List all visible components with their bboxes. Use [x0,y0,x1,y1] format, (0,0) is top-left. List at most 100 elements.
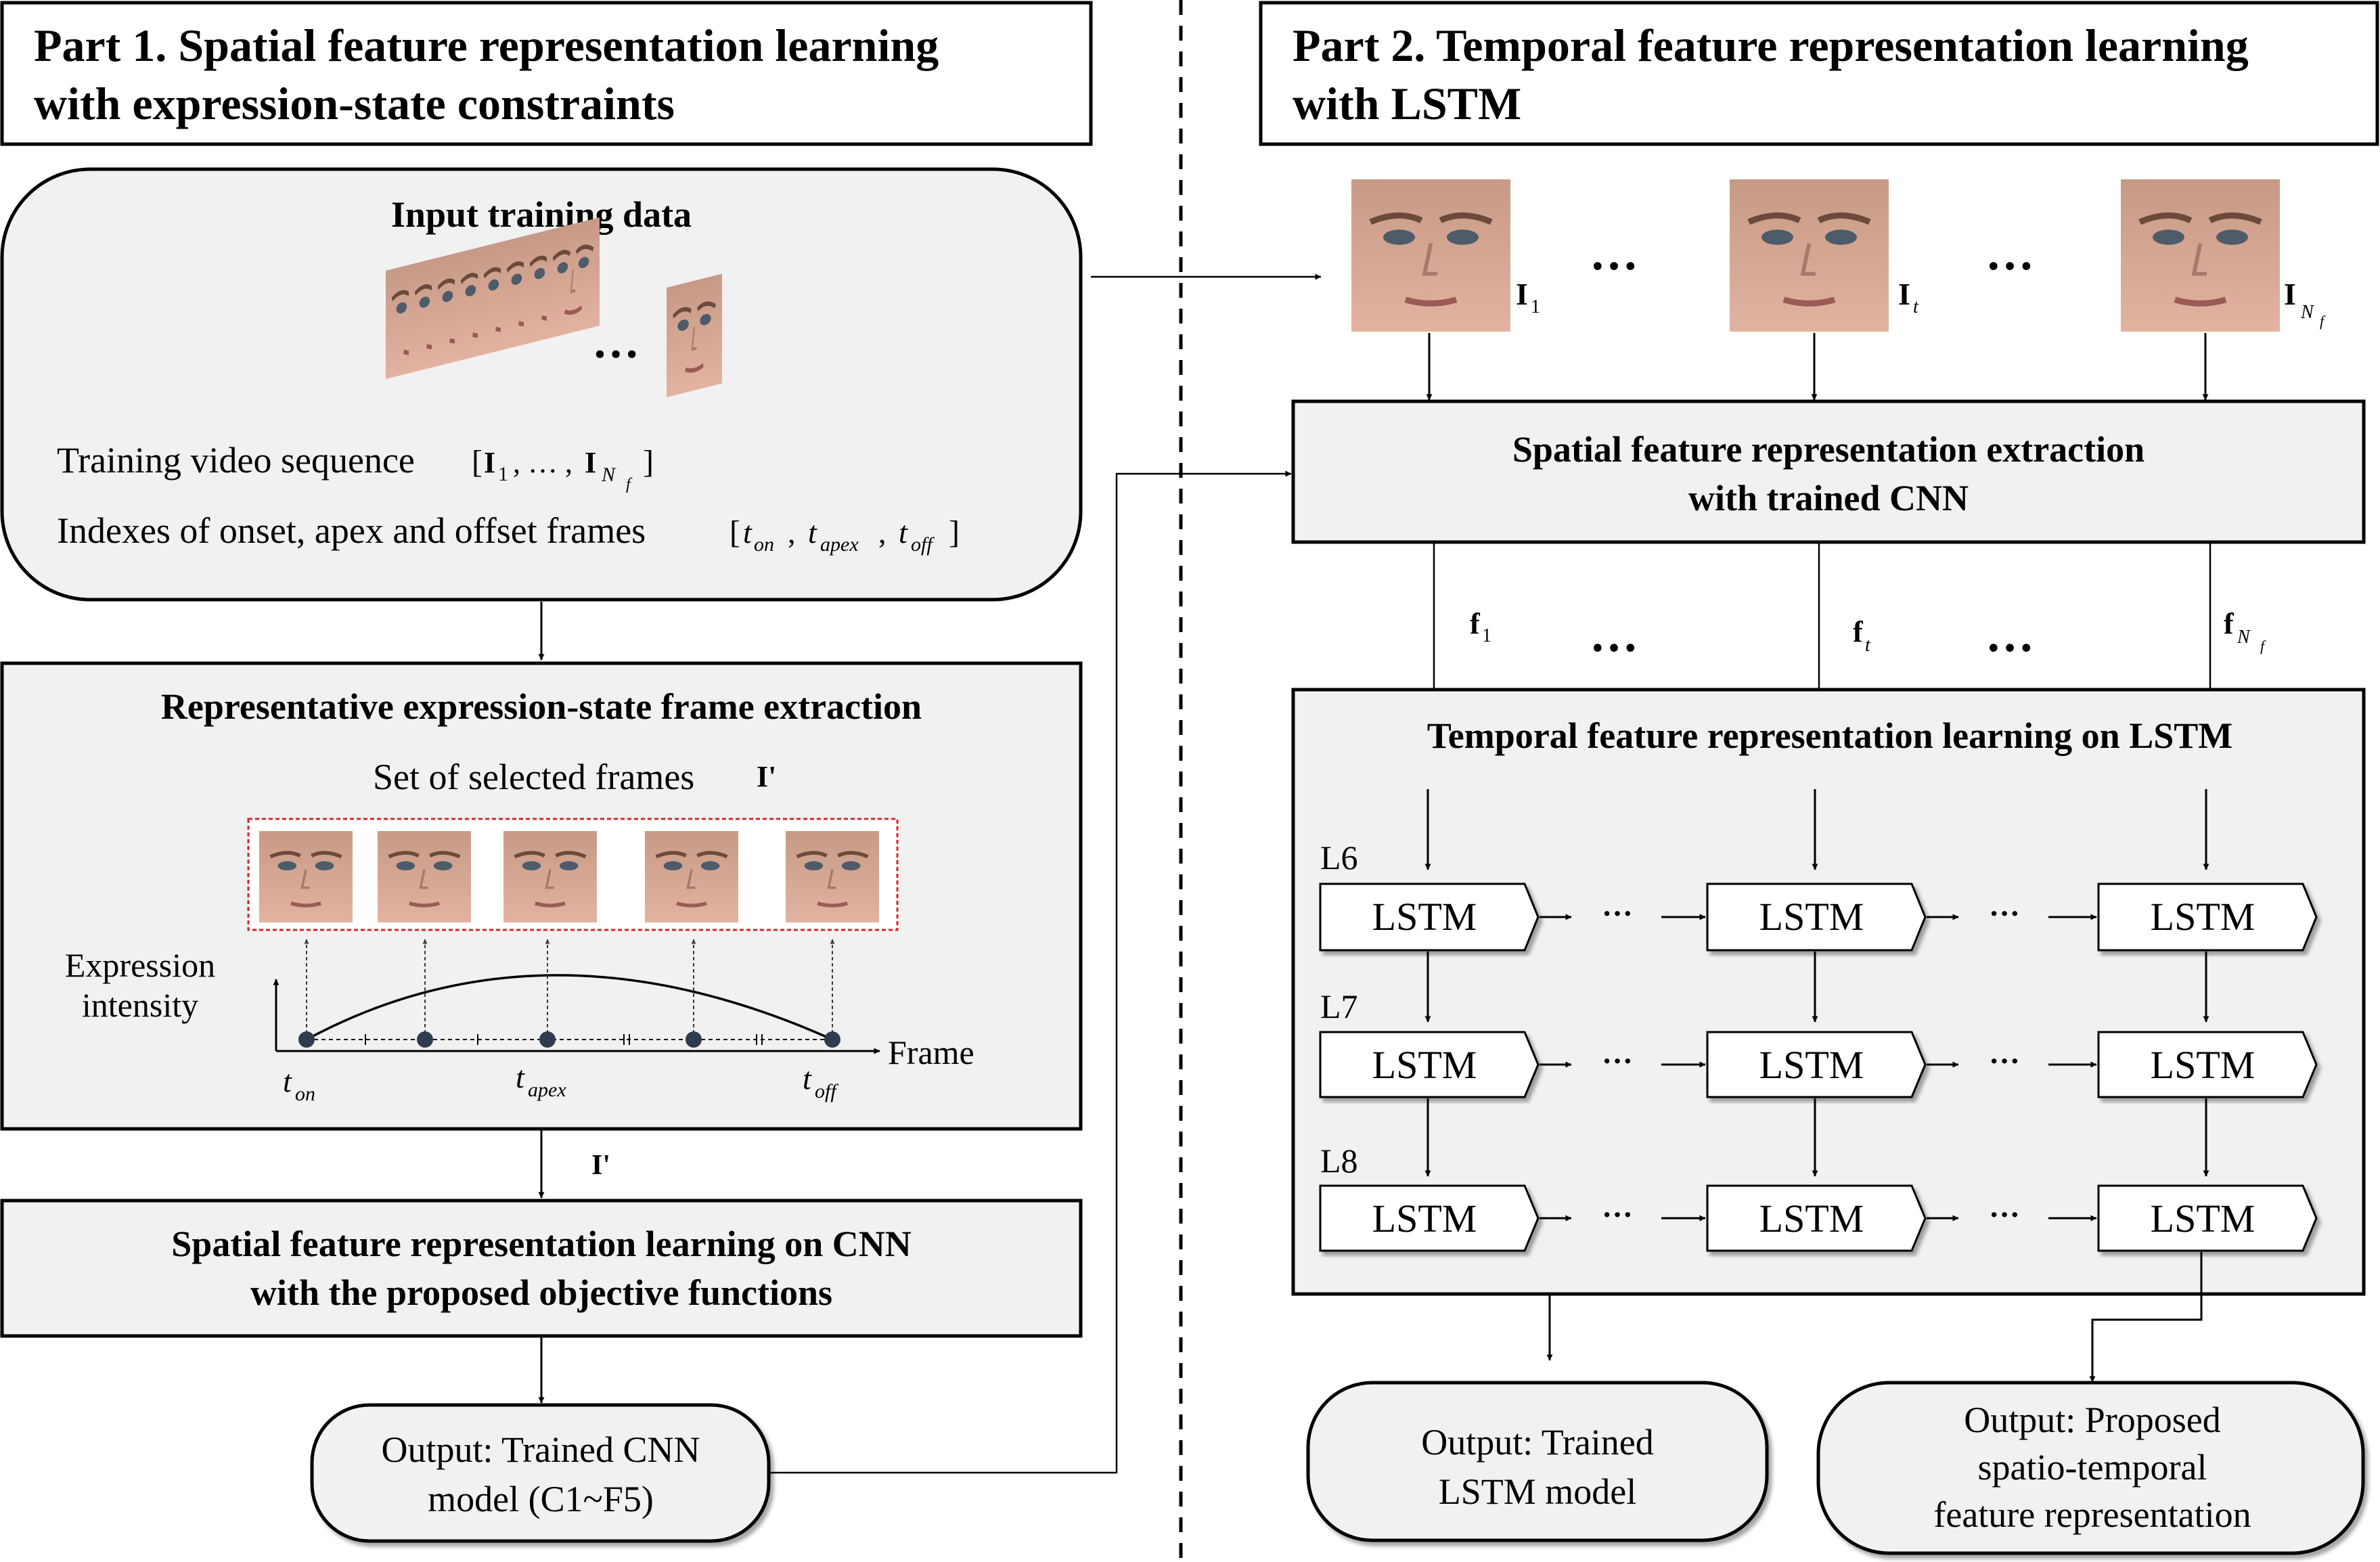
svg-text:···: ··· [1602,1197,1633,1232]
svg-text:t: t [1913,296,1919,317]
svg-text:LSTM: LSTM [1372,895,1477,939]
training-sequence-notation: [ I 1 , … , I N f ] [472,444,654,493]
test-frame-1: I 1 [1351,179,1540,332]
svg-text:f: f [2224,607,2235,640]
svg-text:LSTM: LSTM [2151,1043,2255,1087]
selected-frames-label: Set of selected frames [373,757,694,797]
svg-text:on: on [295,1083,315,1105]
selected-frame-4 [645,831,738,922]
part1-title-box: Part 1. Spatial feature representation l… [0,1,1093,146]
frames-ellipsis-2: … [1985,226,2034,280]
frame-stack-ellipsis: … [592,316,639,368]
selected-frame-2 [378,831,471,922]
test-frame-t: I t [1730,179,1919,332]
input-training-data-title: Input training data [391,194,692,235]
output-trained-cnn-box: Output: Trained CNN model (C1~F5) [310,1403,771,1543]
svg-text:off: off [815,1080,838,1102]
svg-text:apex: apex [820,533,859,556]
svg-text:f: f [626,476,633,493]
svg-text:[: [ [729,514,740,550]
features-ellipsis-2: … [1985,608,2034,662]
svg-text:···: ··· [1602,896,1633,931]
svg-text:I: I [484,446,495,479]
spatial-extraction-box: Spatial feature representation extractio… [1291,399,2366,544]
output-representation-line3: feature representation [1933,1494,2251,1535]
offset-tick-label: t off [803,1061,838,1102]
part2-title: Part 2. Temporal feature representation … [1293,20,2249,71]
lstm-cell-l6-n: LSTM [2097,883,2318,952]
output-cnn-line1: Output: Trained CNN [381,1429,700,1470]
output-lstm-line1: Output: Trained [1421,1422,1654,1463]
svg-text:N: N [601,464,616,486]
svg-text:f: f [1470,607,1481,640]
onset-tick-label: t on [283,1064,315,1105]
svg-text:LSTM: LSTM [2151,1197,2255,1241]
svg-text:t: t [1865,635,1871,656]
svg-text:f: f [1853,615,1864,648]
output-trained-lstm-box: Output: Trained LSTM model [1306,1381,1769,1542]
apex-tick-label: t apex [516,1060,566,1101]
svg-text:···: ··· [1989,896,2020,931]
layer-label-l7: L7 [1320,987,1358,1025]
svg-text:I: I [1516,277,1528,311]
svg-text:t: t [899,515,908,550]
svg-text:f: f [2260,638,2266,654]
svg-text:N: N [2300,302,2314,323]
svg-text:LSTM: LSTM [1759,895,1864,939]
svg-text:···: ··· [1989,1044,2020,1078]
lstm-cell-l7-n: LSTM [2097,1031,2318,1098]
layer-label-l6: L6 [1320,839,1358,876]
frame-indexes-label: Indexes of onset, apex and offset frames [57,510,646,551]
training-video-sequence-label: Training video sequence [57,440,415,481]
output-cnn-line2: model (C1~F5) [428,1479,654,1519]
svg-text:···: ··· [1989,1197,2020,1232]
y-axis-label-line2: intensity [82,986,198,1024]
svg-text:t: t [743,515,753,550]
svg-text:t: t [808,515,817,550]
frames-ellipsis-1: … [1590,226,1638,280]
svg-text:f: f [2320,313,2326,330]
svg-text:I: I [1898,277,1910,311]
svg-text:1: 1 [1482,625,1491,646]
svg-text:···: ··· [1602,1044,1633,1078]
svg-text:,: , [878,515,886,550]
cnn-learning-line2: with the proposed objective functions [250,1272,832,1313]
svg-text:LSTM: LSTM [1759,1197,1864,1241]
output-representation-line2: spatio-temporal [1978,1447,2207,1488]
svg-text:on: on [754,533,774,556]
part2-subtitle: with LSTM [1293,78,1521,129]
frame-extraction-box: Representative expression-state frame ex… [0,661,1083,1131]
svg-text:off: off [911,533,935,556]
test-frame-n: I N f [2121,179,2326,332]
svg-text:1: 1 [498,463,508,485]
svg-text:LSTM: LSTM [1372,1043,1477,1087]
output-lstm-line2: LSTM model [1439,1471,1637,1512]
lstm-cell-l8-1: LSTM [1319,1184,1540,1252]
lstm-cell-l8-t: LSTM [1706,1184,1927,1252]
svg-text:1: 1 [1531,296,1540,317]
svg-text:t: t [516,1060,525,1094]
svg-text:t: t [283,1064,292,1098]
svg-text:t: t [803,1061,812,1096]
x-axis-label: Frame [888,1033,974,1071]
y-axis-label-line1: Expression [65,946,215,984]
part2-title-box: Part 2. Temporal feature representation … [1259,1,2379,146]
lstm-learning-box: Temporal feature representation learning… [1291,688,2366,1296]
svg-text:LSTM: LSTM [1372,1197,1477,1241]
training-frame-stack: … [386,217,722,397]
lstm-cell-l8-n: LSTM [2097,1184,2318,1252]
svg-text:[: [ [472,444,482,480]
lstm-learning-title: Temporal feature representation learning… [1427,715,2232,756]
selected-frames-symbol: I' [757,760,776,793]
feature-ft: f t [1853,615,1871,656]
layer-label-l8: L8 [1320,1142,1358,1180]
lstm-cell-l7-t: LSTM [1706,1031,1927,1098]
feature-fn: f N f [2224,607,2266,654]
svg-text:I: I [2284,277,2296,311]
selected-frame-offset [786,831,879,922]
svg-text:,: , [788,515,796,550]
lstm-cell-l7-1: LSTM [1319,1031,1540,1098]
svg-text:LSTM: LSTM [1759,1043,1864,1087]
cnn-learning-line1: Spatial feature representation learning … [171,1224,911,1264]
spatial-extraction-line1: Spatial feature representation extractio… [1512,429,2145,470]
